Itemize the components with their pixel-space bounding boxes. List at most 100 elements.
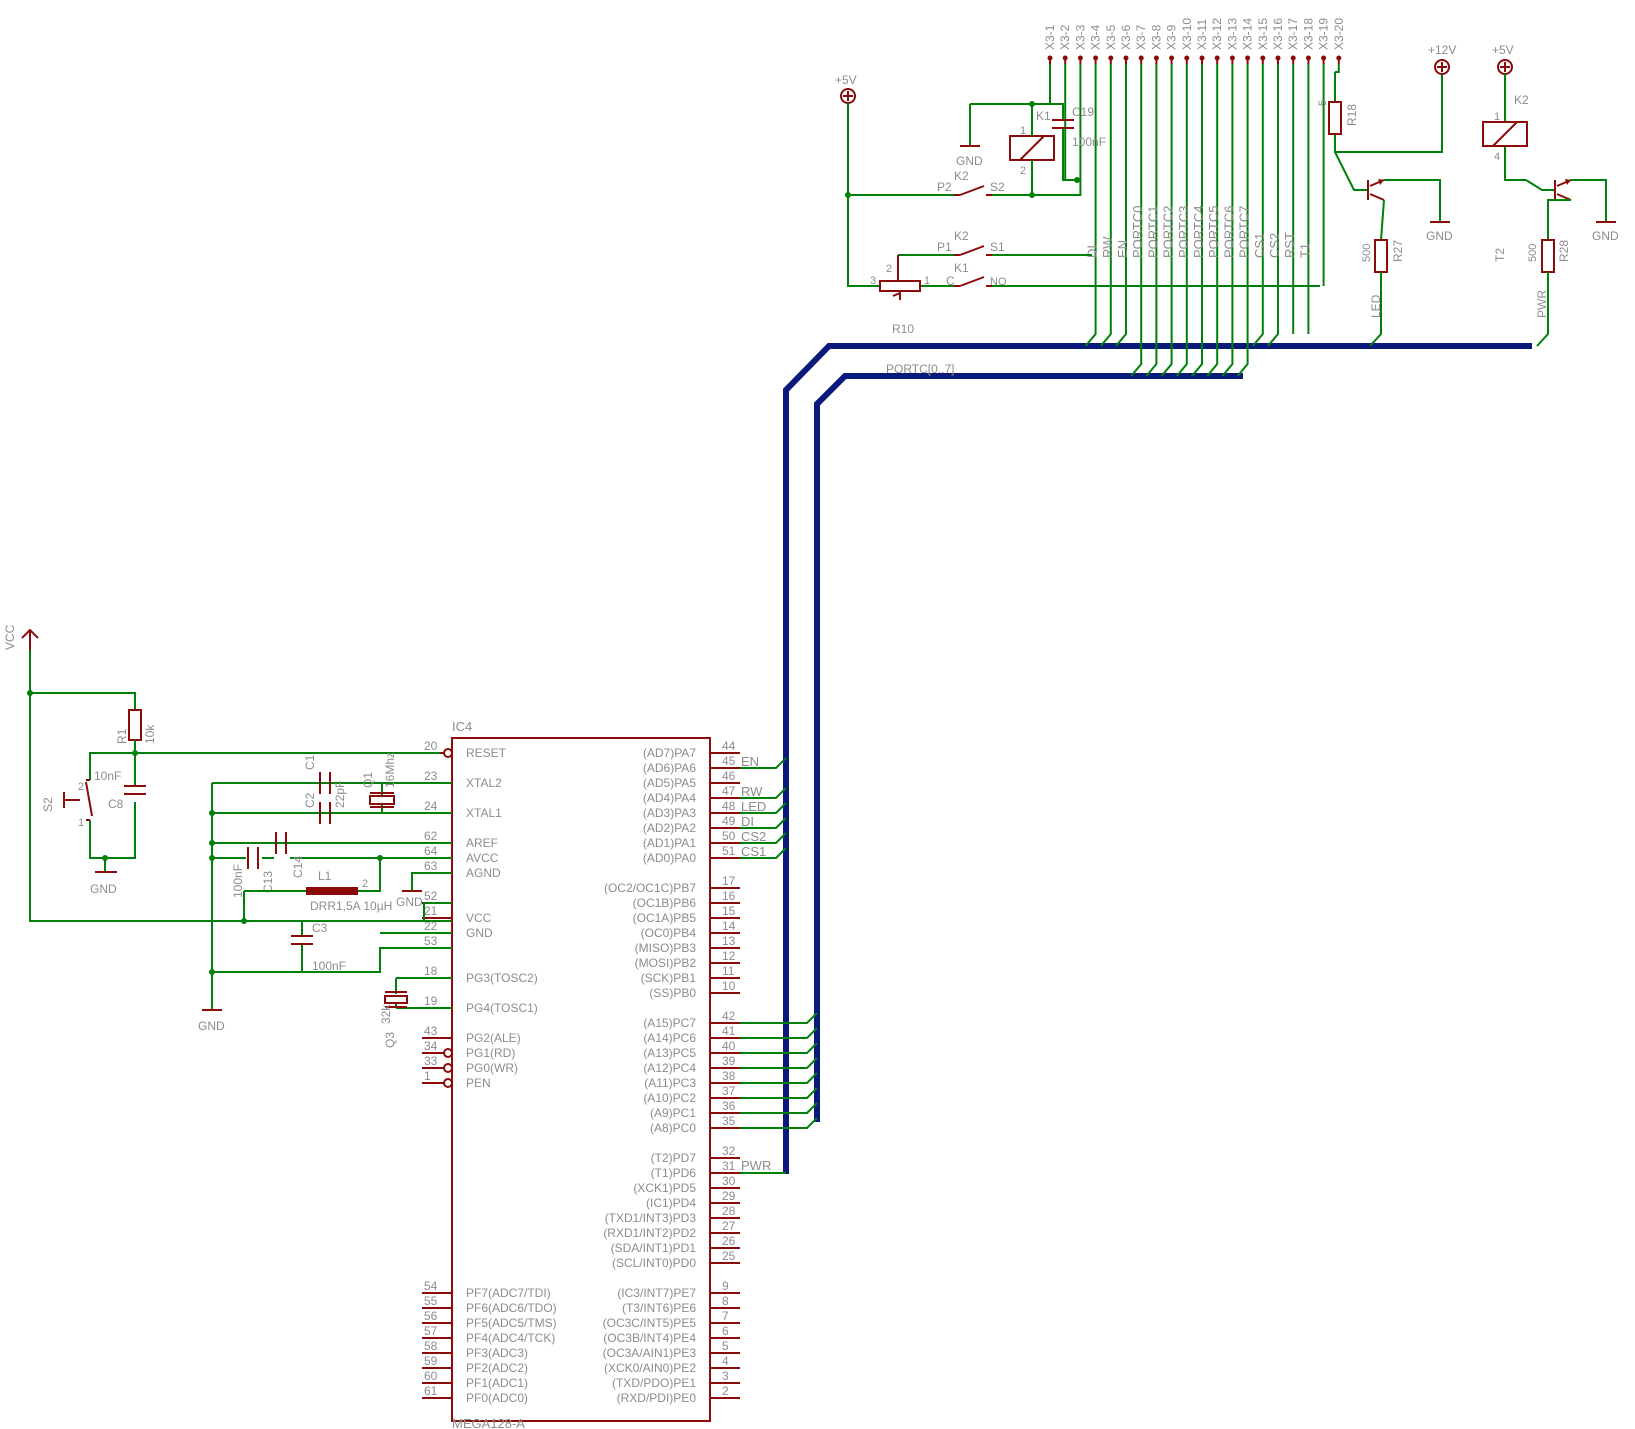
ic-pin-number: 59 <box>424 1354 438 1368</box>
connector-signal-label: T1 <box>1297 243 1312 258</box>
ic-pin-number: 64 <box>424 844 438 858</box>
ic-pin-number: 55 <box>424 1294 438 1308</box>
ic-pin-right: 27(RXD1/INT2)PD2 <box>603 1219 740 1240</box>
ic-pin-name: (AD3)PA3 <box>643 806 696 820</box>
ic-pin-number: 39 <box>722 1054 736 1068</box>
ic-pin-name: XTAL1 <box>466 806 502 820</box>
ic-pin-number: 16 <box>722 889 736 903</box>
k2-label-2: K2 <box>954 229 969 243</box>
t2-label: T2 <box>1493 248 1507 262</box>
ic-pin-right: 45(AD6)PA6 <box>643 754 740 775</box>
ic-pin-right: 41 (A14)PC6 <box>643 1024 740 1045</box>
ic-pin-right: 3(TXD/PDO)PE1 <box>612 1369 740 1390</box>
connector-pin: X3-12 <box>1210 18 1224 64</box>
gnd-label-3: GND <box>956 154 983 168</box>
ic-pin-number: 47 <box>722 784 736 798</box>
ic-pin-right: 39(A12)PC4 <box>643 1054 740 1075</box>
ic-pin-number: 35 <box>722 1114 736 1128</box>
r28-resistor <box>1541 239 1555 273</box>
ic-pin-name: (A14)PC6 <box>643 1031 696 1045</box>
q3-value: 32k <box>379 1004 393 1024</box>
ic-pin-name: (IC1)PD4 <box>646 1196 696 1210</box>
ic-pin-name: (SS)PB0 <box>649 986 696 1000</box>
portc-wire <box>740 1057 818 1069</box>
ic-pin-name: VCC <box>466 911 492 925</box>
connector-pin: X3-19 <box>1317 18 1331 64</box>
k2-pin1: 1 <box>1494 111 1500 123</box>
ic-pin-number: 62 <box>424 829 438 843</box>
ic-pin-name: (AD0)PA0 <box>643 851 696 865</box>
connector-signal: EN <box>1115 64 1130 347</box>
relay-k1-circuit: +5V P2 K2 S2 1 2 K1 C19 100nF GND P1 K2 … <box>835 73 1320 336</box>
connector-pin-label: X3-13 <box>1225 18 1239 50</box>
ic-pin-name: (OC1A)PB5 <box>633 911 697 925</box>
r28-label: R28 <box>1557 240 1571 262</box>
ic-pin-name: (OC1B)PB6 <box>633 896 697 910</box>
gnd-label-5: GND <box>1592 229 1619 243</box>
ic-pin-number: 14 <box>722 919 736 933</box>
ic-pin-right: 6(OC3B/INT4)PE4 <box>603 1324 740 1345</box>
connector-signal: PORTC6 <box>1221 64 1236 377</box>
connector-signal-label: CS2 <box>1267 233 1282 258</box>
ic-pin-number: 25 <box>722 1249 736 1263</box>
q1-value: 16Mhz <box>383 752 397 788</box>
connector-pin-label: X3-4 <box>1089 24 1103 50</box>
k2-pin4: 4 <box>1494 151 1500 163</box>
porta-net-label: DI <box>741 814 754 829</box>
connector-signal-label: PORTC7 <box>1237 206 1252 259</box>
ic-pin-name: (RXD1/INT2)PD2 <box>603 1226 696 1240</box>
power-filter: 100nF C13 C14 L1 2 DRR1,5A 10µH GND C3 1… <box>198 783 452 1033</box>
connector-signal: PORTC0 <box>1130 64 1145 377</box>
k1-label-2: K1 <box>954 261 969 275</box>
ic-pin-right: 10(SS)PB0 <box>649 979 740 1000</box>
ic-pin-number: 22 <box>424 919 438 933</box>
s2-pin1: 1 <box>78 817 84 829</box>
ic-pin-number: 41 <box>722 1024 736 1038</box>
ic-pin-number: 4 <box>722 1354 729 1368</box>
ic-pin-name: (XCK0/AIN0)PE2 <box>604 1361 696 1375</box>
r10-pin1: 1 <box>924 275 930 287</box>
conn-wire-c19 <box>1064 64 1077 181</box>
gnd-label-4: GND <box>1426 229 1453 243</box>
connector-pin: X3-8 <box>1149 24 1163 64</box>
porta-net-label: RW <box>741 784 763 799</box>
ic-pin-name: PG1(RD) <box>466 1046 515 1060</box>
ic-pin-right: 42(A15)PC7 <box>643 1009 740 1030</box>
ic-pin-name: PEN <box>466 1076 491 1090</box>
connector-signal-label: CS1 <box>1252 233 1267 258</box>
connector-signal: RW <box>1100 64 1115 347</box>
ic-pin-right: 16 (OC1B)PB6 <box>633 889 740 910</box>
ic-pin-name: (RXD/PDI)PE0 <box>617 1391 697 1405</box>
connector-pin-label: X3-10 <box>1180 18 1194 50</box>
connector-signal: PORTC2 <box>1161 64 1176 377</box>
ic-pin-number: 26 <box>722 1234 736 1248</box>
portc-wire <box>740 1042 818 1054</box>
ic-pin-name: (T2)PD7 <box>651 1151 697 1165</box>
ic-pin-number: 34 <box>424 1039 438 1053</box>
c13-label: C13 <box>261 871 275 893</box>
connector-pin: X3-5 <box>1104 24 1118 64</box>
r27-label: R27 <box>1391 240 1405 262</box>
connector-signal-label: PORTC1 <box>1145 206 1160 259</box>
ic-pin-right: 30(XCK1)PD5 <box>633 1174 740 1195</box>
ic-pin-number: 63 <box>424 859 438 873</box>
ic-pin-name: (AD4)PA4 <box>643 791 696 805</box>
ic-pin-number: 18 <box>424 964 438 978</box>
connector-pin-label: X3-14 <box>1241 18 1255 50</box>
ic-pin-name: (OC3A/AIN1)PE3 <box>603 1346 697 1360</box>
ic-pin-name: XTAL2 <box>466 776 502 790</box>
c8-value: 10nF <box>94 769 121 783</box>
connector-pin-label: X3-19 <box>1317 18 1331 50</box>
r18-label: R18 <box>1345 104 1359 126</box>
connector-pin: X3-18 <box>1301 18 1315 64</box>
ic-pin-name: (OC0)PB4 <box>641 926 697 940</box>
ic-pin-name: (OC3C/INT5)PE5 <box>603 1316 697 1330</box>
ic-pin-name: (XCK1)PD5 <box>633 1181 696 1195</box>
connector-pin: X3-17 <box>1286 18 1300 64</box>
